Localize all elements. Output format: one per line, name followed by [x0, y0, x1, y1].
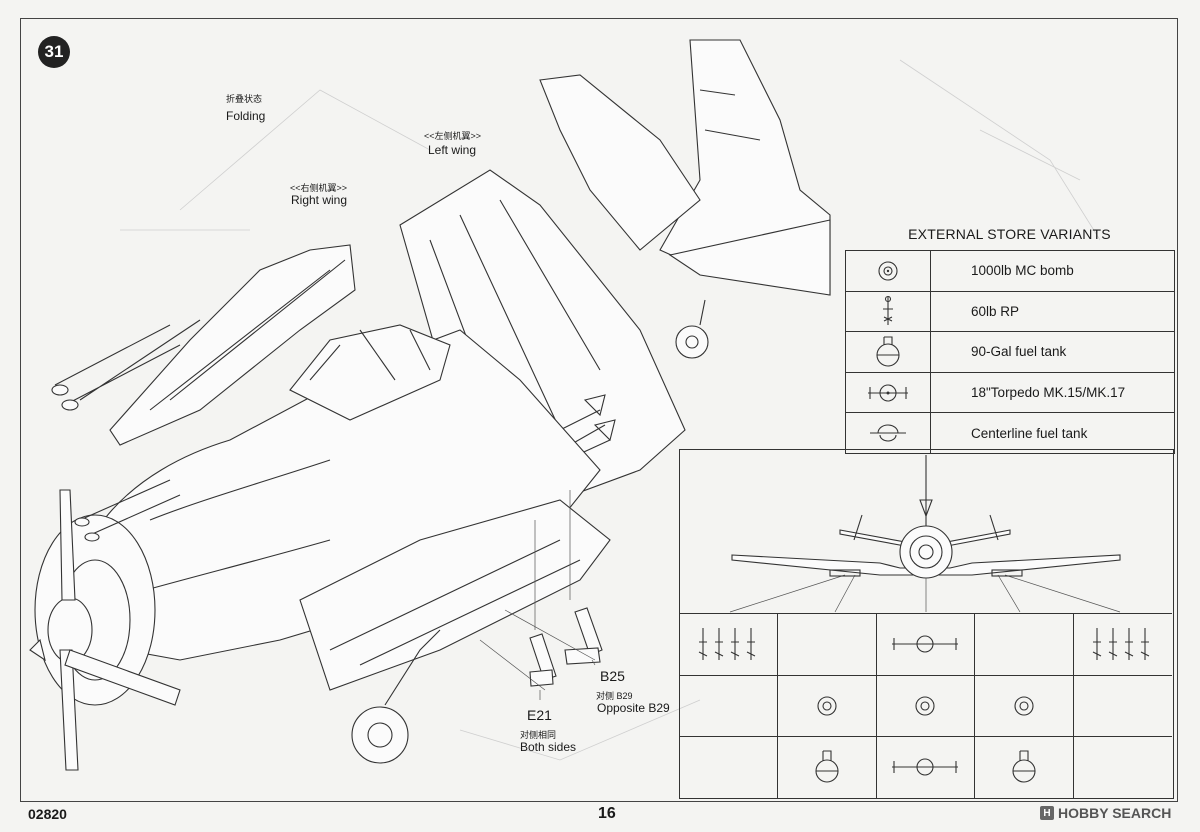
store-variant-grid	[680, 613, 1172, 798]
part-e21-note-cn: 对侧相同	[520, 730, 557, 740]
empty-variant-cell	[680, 674, 779, 736]
store-row: 90-Gal fuel tank	[846, 332, 1175, 373]
product-code: 02820	[28, 806, 67, 822]
left-wing-label: Left wing	[428, 143, 477, 157]
right-wing-label: Right wing	[291, 193, 348, 207]
logo-icon: H	[1040, 806, 1054, 820]
bomb-icon	[975, 674, 1074, 736]
part-b25-code: B25	[600, 668, 625, 684]
left-wing-label-cn: <<左侧机翼>>	[424, 131, 482, 141]
fuel-tank-icon	[778, 736, 877, 798]
empty-variant-cell	[1073, 674, 1172, 737]
watermark: H HOBBY SEARCH	[1040, 805, 1171, 821]
store-label: 60lb RP	[931, 291, 1175, 332]
torpedo-icon	[876, 613, 976, 675]
page-number: 16	[598, 805, 616, 822]
part-b25-note-cn: 对侧 B29	[596, 691, 633, 701]
folding-label: Folding	[226, 109, 266, 123]
bomb-icon	[846, 251, 931, 291]
external-store-title: EXTERNAL STORE VARIANTS	[908, 226, 1111, 242]
store-row: 18"Torpedo MK.15/MK.17	[846, 372, 1175, 414]
store-label: Centerline fuel tank	[931, 413, 1175, 453]
centerline-tank-icon	[846, 413, 931, 453]
part-e21-note: Both sides	[520, 740, 577, 754]
store-row: 1000lb MC bomb	[846, 251, 1175, 292]
torpedo-icon	[846, 372, 931, 413]
fuel-tank-icon	[846, 332, 931, 372]
store-label: 1000lb MC bomb	[931, 251, 1175, 291]
empty-variant-cell	[975, 613, 1074, 675]
right-wing-label-cn: <<右侧机翼>>	[290, 183, 348, 193]
store-label: 18"Torpedo MK.15/MK.17	[931, 372, 1175, 413]
part-e21-code: E21	[527, 707, 552, 723]
watermark-text: HOBBY SEARCH	[1058, 805, 1172, 821]
step-number-badge: 31	[38, 36, 70, 68]
empty-variant-cell	[778, 613, 877, 675]
bomb-icon	[778, 674, 877, 736]
front-view-aircraft	[729, 455, 1121, 613]
rocket-icon	[846, 291, 931, 332]
external-store-table: EXTERNAL STORE VARIANTS 1000lb MC bomb 6…	[845, 218, 1175, 454]
fuel-tank-icon	[975, 736, 1074, 798]
torpedo-icon	[876, 736, 976, 798]
store-label: 90-Gal fuel tank	[931, 332, 1175, 372]
part-b25-note: Opposite B29	[597, 701, 670, 715]
store-row: 60lb RP	[846, 291, 1175, 333]
rockets-4-icon	[1073, 613, 1172, 675]
rockets-4-icon	[680, 613, 779, 675]
external-store-grid: 1000lb MC bomb 60lb RP 90-Gal fuel tank …	[845, 250, 1175, 454]
bomb-icon	[876, 674, 976, 736]
empty-variant-cell	[680, 736, 779, 798]
empty-variant-cell	[1073, 736, 1172, 798]
page-frame	[20, 18, 1178, 802]
folding-label-cn: 折叠状态	[226, 94, 263, 104]
store-variants-panel	[679, 449, 1174, 799]
store-row: Centerline fuel tank	[846, 413, 1175, 454]
